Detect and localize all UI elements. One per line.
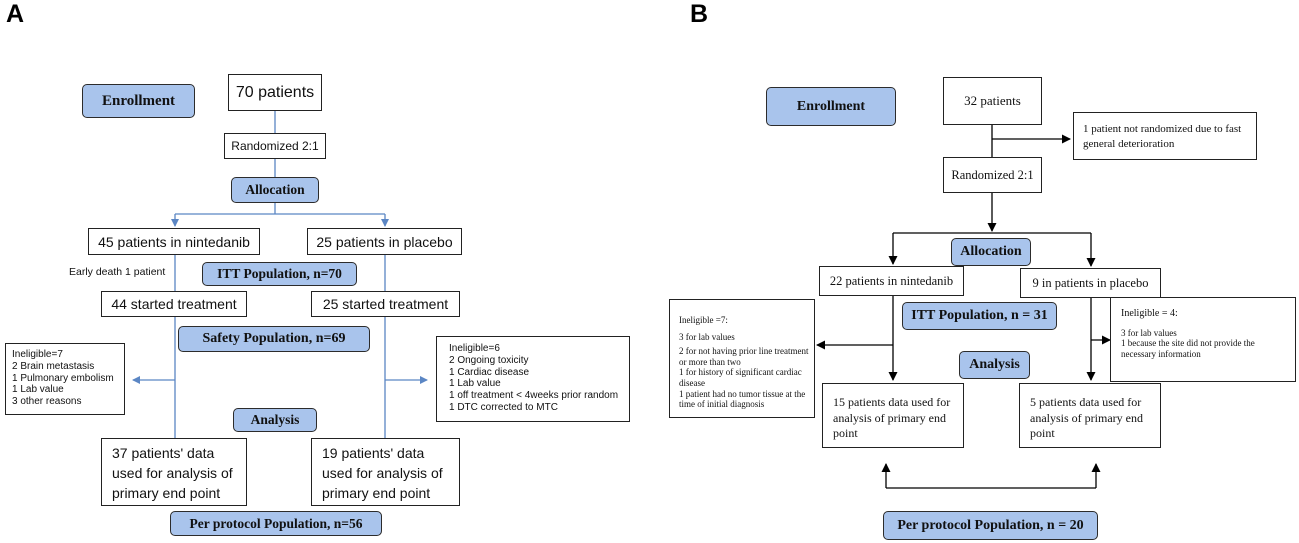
a-per-protocol-label: Per protocol Population, n=56: [170, 511, 382, 536]
b-analysis-label: Analysis: [959, 351, 1030, 379]
b-ineligible-left-line: 2 for not having prior line treatment or…: [679, 346, 809, 367]
b-ineligible-right-line: 1 because the site did not provide the n…: [1121, 338, 1255, 360]
a-early-death-note: Early death 1 patient: [69, 266, 166, 278]
a-result-nintedanib-box: 37 patients' data used for analysis of p…: [101, 438, 247, 506]
a-ineligible-right-line: Ineligible=6: [449, 343, 500, 354]
b-allocation-label: Allocation: [951, 238, 1031, 266]
b-randomized-box: Randomized 2:1: [943, 157, 1042, 193]
b-ineligible-left-box: Ineligible =7: 3 for lab values 2 for no…: [669, 299, 815, 418]
b-result-placebo-box: 5 patients data used for analysis of pri…: [1019, 383, 1161, 448]
a-ineligible-left-line: Ineligible=7: [12, 349, 63, 360]
a-ineligible-right-line: 1 off treatment < 4weeks prior random: [449, 390, 619, 402]
b-ineligible-left-line: 1 patient had no tumor tissue at the tim…: [679, 388, 806, 410]
b-ineligible-right-box: Ineligible = 4: 3 for lab values 1 becau…: [1110, 297, 1296, 382]
a-placebo-box: 25 patients in placebo: [307, 228, 462, 255]
a-nintedanib-box: 45 patients in nintedanib: [88, 228, 260, 255]
a-ineligible-left-line: 1 Lab value: [12, 384, 64, 396]
a-itt-label: ITT Population, n=70: [202, 262, 357, 286]
a-started-nintedanib-box: 44 started treatment: [101, 291, 247, 317]
b-itt-label: ITT Population, n = 31: [902, 302, 1057, 330]
a-ineligible-left-box: Ineligible=7 2 Brain metastasis 1 Pulmon…: [5, 343, 125, 415]
b-ineligible-left-line: Ineligible =7:: [679, 315, 728, 325]
a-analysis-label: Analysis: [233, 408, 317, 432]
a-ineligible-right-line: 1 Cardiac disease: [449, 366, 530, 378]
b-patients-box: 32 patients: [943, 77, 1042, 125]
b-ineligible-right-line: 3 for lab values: [1121, 327, 1177, 338]
a-randomized-box: Randomized 2:1: [224, 133, 326, 159]
a-ineligible-right-line: 2 Ongoing toxicity: [449, 354, 529, 366]
b-result-nintedanib-box: 15 patients data used for analysis of pr…: [822, 383, 964, 448]
a-ineligible-left-line: 3 other reasons: [12, 396, 82, 408]
b-per-protocol-label: Per protocol Population, n = 20: [883, 511, 1098, 540]
b-placebo-box: 9 in patients in placebo: [1020, 268, 1161, 298]
panel-b-letter: B: [690, 0, 709, 28]
a-ineligible-left-line: 1 Pulmonary embolism: [12, 372, 114, 384]
a-allocation-label: Allocation: [231, 177, 319, 203]
b-ineligible-left-line: 1 for history of significant cardiac dis…: [679, 367, 802, 389]
a-ineligible-right-line: 1 Lab value: [449, 378, 501, 390]
a-ineligible-left-line: 2 Brain metastasis: [12, 360, 95, 372]
b-nintedanib-box: 22 patients in nintedanib: [819, 266, 964, 296]
panel-a-letter: A: [6, 0, 25, 28]
b-not-randomized-box: 1 patient not randomized due to fast gen…: [1073, 112, 1257, 160]
a-patients-box: 70 patients: [228, 74, 322, 111]
a-safety-label: Safety Population, n=69: [178, 326, 370, 352]
a-enrollment-label: Enrollment: [82, 84, 195, 118]
b-ineligible-right-line: Ineligible = 4:: [1121, 308, 1178, 319]
b-ineligible-left-line: 3 for lab values: [679, 331, 735, 342]
a-ineligible-right-box: Ineligible=6 2 Ongoing toxicity 1 Cardia…: [436, 336, 630, 422]
a-ineligible-right-line: 1 DTC corrected to MTC: [449, 401, 558, 413]
b-enrollment-label: Enrollment: [766, 87, 896, 126]
a-started-placebo-box: 25 started treatment: [311, 291, 460, 317]
a-result-placebo-box: 19 patients' data used for analysis of p…: [311, 438, 460, 506]
